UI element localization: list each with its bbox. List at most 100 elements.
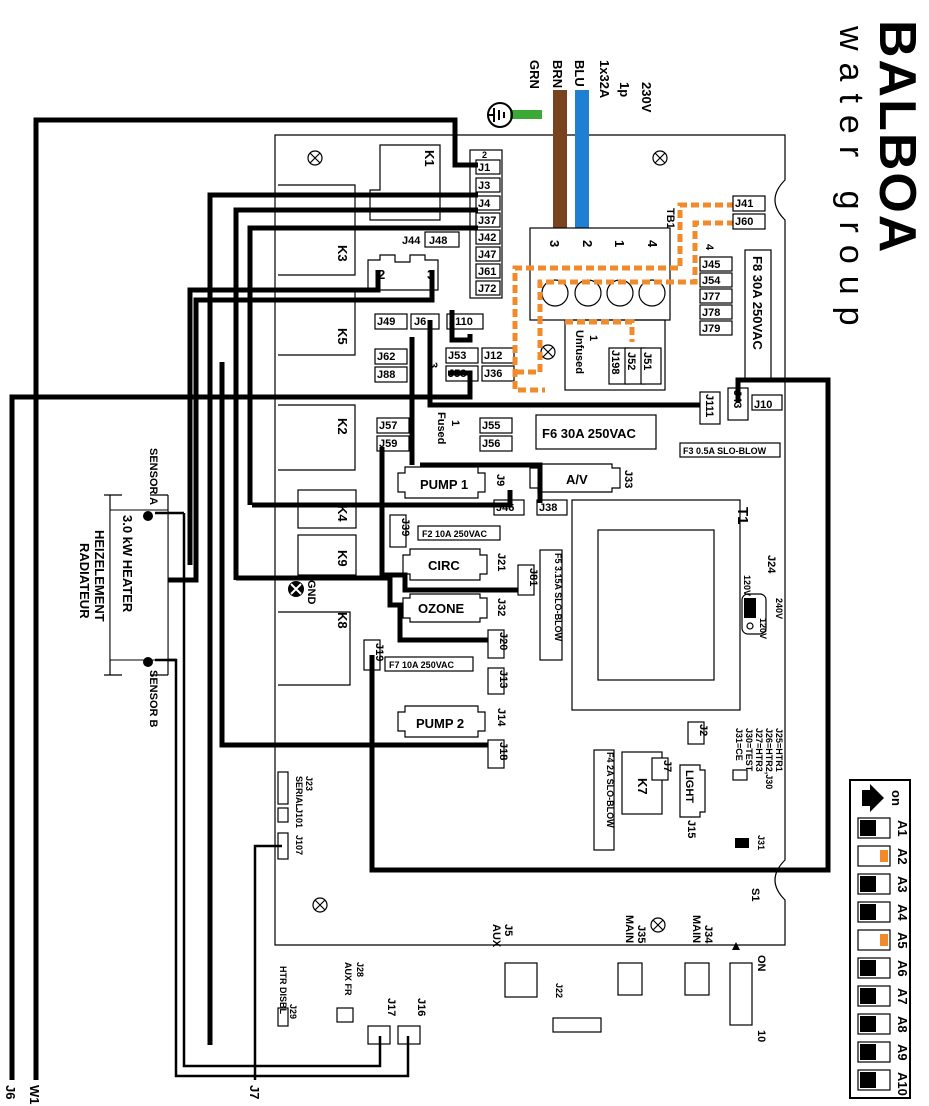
wire-end-j7: J7 — [247, 1085, 262, 1099]
heater-line1: HEIZELEMENT — [92, 530, 107, 622]
label-j101: J101 — [294, 808, 304, 828]
label-j107: J107 — [294, 835, 304, 855]
label-j51: J51 — [641, 352, 653, 370]
gnd-label: GND — [305, 580, 317, 605]
label-j2: J2 — [697, 724, 709, 736]
label-j18: J18 — [497, 742, 509, 760]
wire-harness — [9, 117, 831, 1080]
label-j35: J35 — [635, 925, 647, 943]
blu-label: BLU — [572, 60, 587, 87]
relay-k9-outline — [297, 534, 357, 576]
relay-k1-outline — [369, 144, 441, 221]
pump1-connector — [397, 466, 486, 499]
tb1-label: TB1 — [664, 208, 676, 229]
brn-label: BRN — [550, 60, 565, 88]
label-j30: J30=TEST — [744, 728, 754, 772]
mid-connector-boxes — [374, 313, 666, 452]
label-j54: J54 — [702, 275, 721, 287]
fused-number: 1 — [449, 420, 461, 426]
dip-label-a4: A4 — [895, 904, 910, 921]
label-j41: J41 — [735, 198, 753, 210]
unfused-number: 1 — [587, 335, 599, 341]
dip-knob-a9 — [860, 1044, 876, 1060]
connector-column-left — [475, 159, 501, 296]
dip-label-a10: A10 — [895, 1072, 910, 1096]
label-t1: T1 — [734, 507, 751, 525]
label-j45: J45 — [702, 259, 720, 271]
heater-title: 3.0 kW HEATER — [120, 515, 135, 613]
on-arrow-icon — [862, 784, 884, 812]
label-serial: SERIAL — [294, 776, 304, 810]
label-j78: J78 — [702, 307, 720, 319]
label-j81: J81 — [527, 568, 539, 586]
fused-label: Fused — [435, 412, 447, 444]
transformer-core — [597, 529, 715, 681]
wire-end-j6: J6 — [3, 1085, 18, 1099]
label-j7: J7 — [661, 760, 673, 772]
unfused-label: Unfused — [573, 330, 585, 374]
label-j28: J28 — [355, 962, 365, 977]
connector-j61: J61 — [478, 266, 496, 278]
dip-label-a8: A8 — [895, 1016, 910, 1033]
label-light: LIGHT — [683, 770, 695, 803]
relay-k1: K1 — [422, 150, 437, 167]
light-connector — [679, 764, 706, 818]
j7-box — [651, 757, 669, 781]
label-j22: J22 — [554, 983, 564, 998]
relay-k2: K2 — [335, 418, 350, 435]
connector-j72: J72 — [478, 283, 496, 295]
label-j19: J19 — [373, 643, 385, 661]
relay-k5: K5 — [335, 328, 350, 345]
label-j79: J79 — [702, 323, 720, 335]
label-f8: F8 30A 250VAC — [750, 256, 765, 351]
relay-k7-outline — [621, 751, 663, 815]
relay-k2-outline — [278, 404, 356, 471]
gnd-icon — [288, 581, 304, 597]
s1-on-arrow — [732, 942, 740, 950]
pump2-label: PUMP 2 — [416, 716, 464, 731]
dip-label-a5: A5 — [895, 932, 910, 949]
pump1-label: PUMP 1 — [420, 477, 468, 492]
label-j198: J198 — [609, 350, 621, 374]
connector-strip — [469, 149, 503, 299]
phase-label: 1p — [617, 82, 632, 97]
label-s1-on: ON — [755, 955, 767, 972]
j2-box — [687, 721, 705, 745]
label-f3: F3 0.5A SLO-BLOW — [683, 446, 767, 456]
f4-box — [593, 749, 615, 851]
tb1-pin-4: 4 — [645, 240, 660, 248]
tb1-pin-2: 2 — [580, 240, 595, 247]
connector-j1: J1 — [478, 162, 490, 174]
label-j17: J17 — [385, 998, 397, 1016]
relay-k8: K8 — [335, 612, 350, 629]
label-four: 4 — [703, 244, 715, 251]
f5-box — [539, 549, 563, 661]
dip-knob-a5 — [880, 934, 888, 946]
j48-label: J48 — [429, 235, 447, 247]
label-j5: J5 — [502, 924, 514, 936]
label-j39: J39 — [399, 518, 411, 536]
j31-jumper — [735, 838, 749, 848]
relay-k4-outline — [297, 489, 357, 529]
dip-label-a9: A9 — [895, 1044, 910, 1061]
label-main-2: MAIN — [690, 915, 702, 943]
label-j14: J14 — [495, 708, 507, 727]
label-main-1: MAIN — [623, 915, 635, 943]
j24-jumper — [741, 593, 767, 635]
relay-k3: K3 — [335, 245, 350, 262]
orange-jumper-j41 — [512, 202, 735, 393]
dip-knob-a7 — [860, 988, 876, 1004]
label-f6: F6 30A 250VAC — [542, 426, 637, 441]
label-f4: F4 2A SLO-BLOW — [605, 752, 615, 828]
wire-end-w1: W1 — [27, 1085, 42, 1105]
brand-name: BALBOA — [868, 20, 926, 254]
brand-logo: BALBOA water group — [832, 20, 926, 338]
connector-top-index: 2 — [482, 150, 487, 160]
label-f7: F7 10A 250VAC — [389, 660, 455, 670]
green-wire — [510, 110, 542, 119]
label-j36: J36 — [484, 368, 502, 380]
dip-knob-a1 — [860, 820, 876, 836]
label-j6: J6 — [414, 316, 426, 328]
relay-k9: K9 — [335, 550, 350, 567]
